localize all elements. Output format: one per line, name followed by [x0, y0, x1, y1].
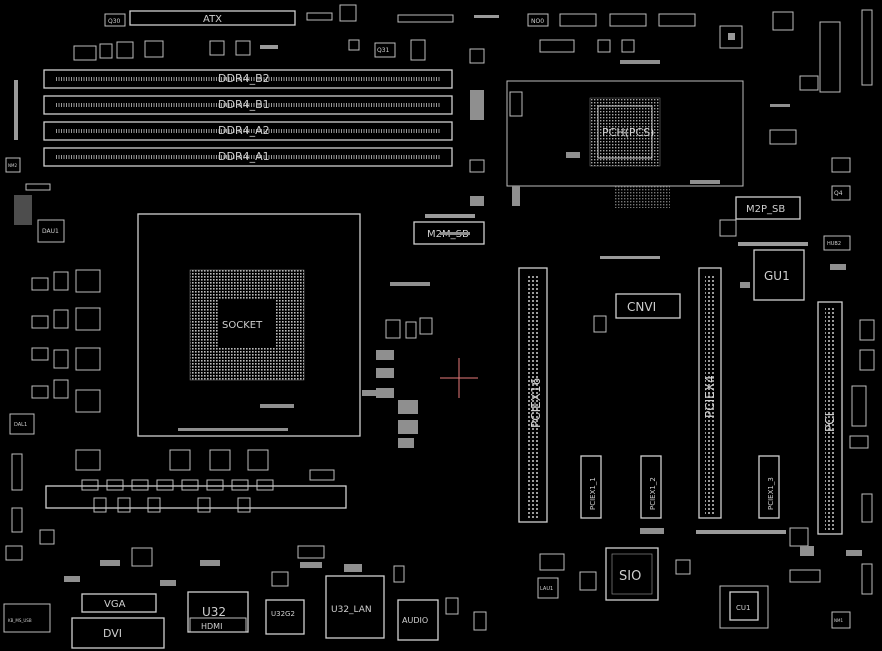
u32-lan-label: U32_LAN [331, 605, 372, 615]
dimm-slots: DDR4_B2 DDR4_B1 DDR4_A2 DDR4_A1 [43, 69, 453, 167]
m2p-label: M2P_SB [746, 204, 785, 215]
rear-io: KB_MS_USB VGA DVI U32 HDMI U32G2 U32_LAN… [3, 529, 439, 649]
pciex4-label: PCIEX4 [703, 375, 717, 418]
dal1-label: DAL1 [14, 422, 27, 428]
u32-label: U32 [202, 605, 226, 619]
pcie-slots: PCIEX16 PCIEX4 PCI PCIEX1_1 PCIEX1_2 PCI… [518, 267, 843, 547]
u32g2-label: U32G2 [271, 610, 295, 618]
nm2-label: NM2 [8, 163, 17, 168]
nm1-label: NM1 [834, 618, 843, 623]
cnvi-label: CNVI [627, 300, 656, 314]
dimm-a1-label: DDR4_A1 [218, 150, 270, 163]
q4-label: Q4 [834, 190, 843, 197]
dvi-label: DVI [103, 627, 122, 640]
cpu-socket: SOCKET [137, 213, 361, 437]
pciex16-label: PCIEX16 [529, 378, 543, 428]
atx-label: ATX [203, 14, 222, 25]
sio-label: SIO [619, 569, 641, 584]
audio-label: AUDIO [402, 616, 428, 625]
pci-label: PCI [823, 413, 837, 432]
dimm-b2-label: DDR4_B2 [218, 72, 270, 85]
top-left-components: Q31 [73, 39, 485, 64]
dimm-a2-label: DDR4_A2 [218, 124, 270, 137]
q30-label: Q30 [108, 18, 121, 25]
gu1-label: GU1 [764, 269, 790, 283]
left-edge-components: NM2 DAU1 DAL1 [5, 80, 101, 561]
cnvi-module: CNVI [593, 293, 681, 333]
vga-label: VGA [104, 599, 126, 610]
cu1-label: CU1 [736, 604, 750, 612]
vrm-chokes [45, 449, 347, 513]
cpu-label: SOCKET [222, 320, 263, 331]
pch-area: PCH(PCS) [506, 39, 744, 208]
m2-slots: M2M_SB M2P_SB [413, 196, 801, 259]
hdmi-label: HDMI [201, 622, 222, 631]
gu1-chip: GU1 HUB2 Q4 [719, 75, 851, 301]
pch-label: PCH(PCS) [602, 126, 654, 139]
lau1-label: LAU1 [540, 586, 553, 592]
small-components [64, 60, 875, 615]
hub2-label: HUB2 [827, 241, 841, 247]
sio-chip: SIO LAU1 CU1 NM1 [473, 493, 873, 631]
top-connectors: Q30 ATX NO0 [104, 4, 873, 93]
no0-label: NO0 [531, 18, 544, 25]
crosshair-marker [440, 358, 478, 398]
dau1-label: DAU1 [42, 228, 59, 235]
pciex1-2-label: PCIEX1_2 [649, 477, 657, 510]
dimm-b1-label: DDR4_B1 [218, 98, 270, 111]
pciex1-3-label: PCIEX1_3 [767, 477, 775, 510]
q31-label: Q31 [377, 47, 390, 54]
kb-ms-usb-label: KB_MS_USB [8, 618, 32, 623]
pciex1-1-label: PCIEX1_1 [589, 477, 597, 510]
